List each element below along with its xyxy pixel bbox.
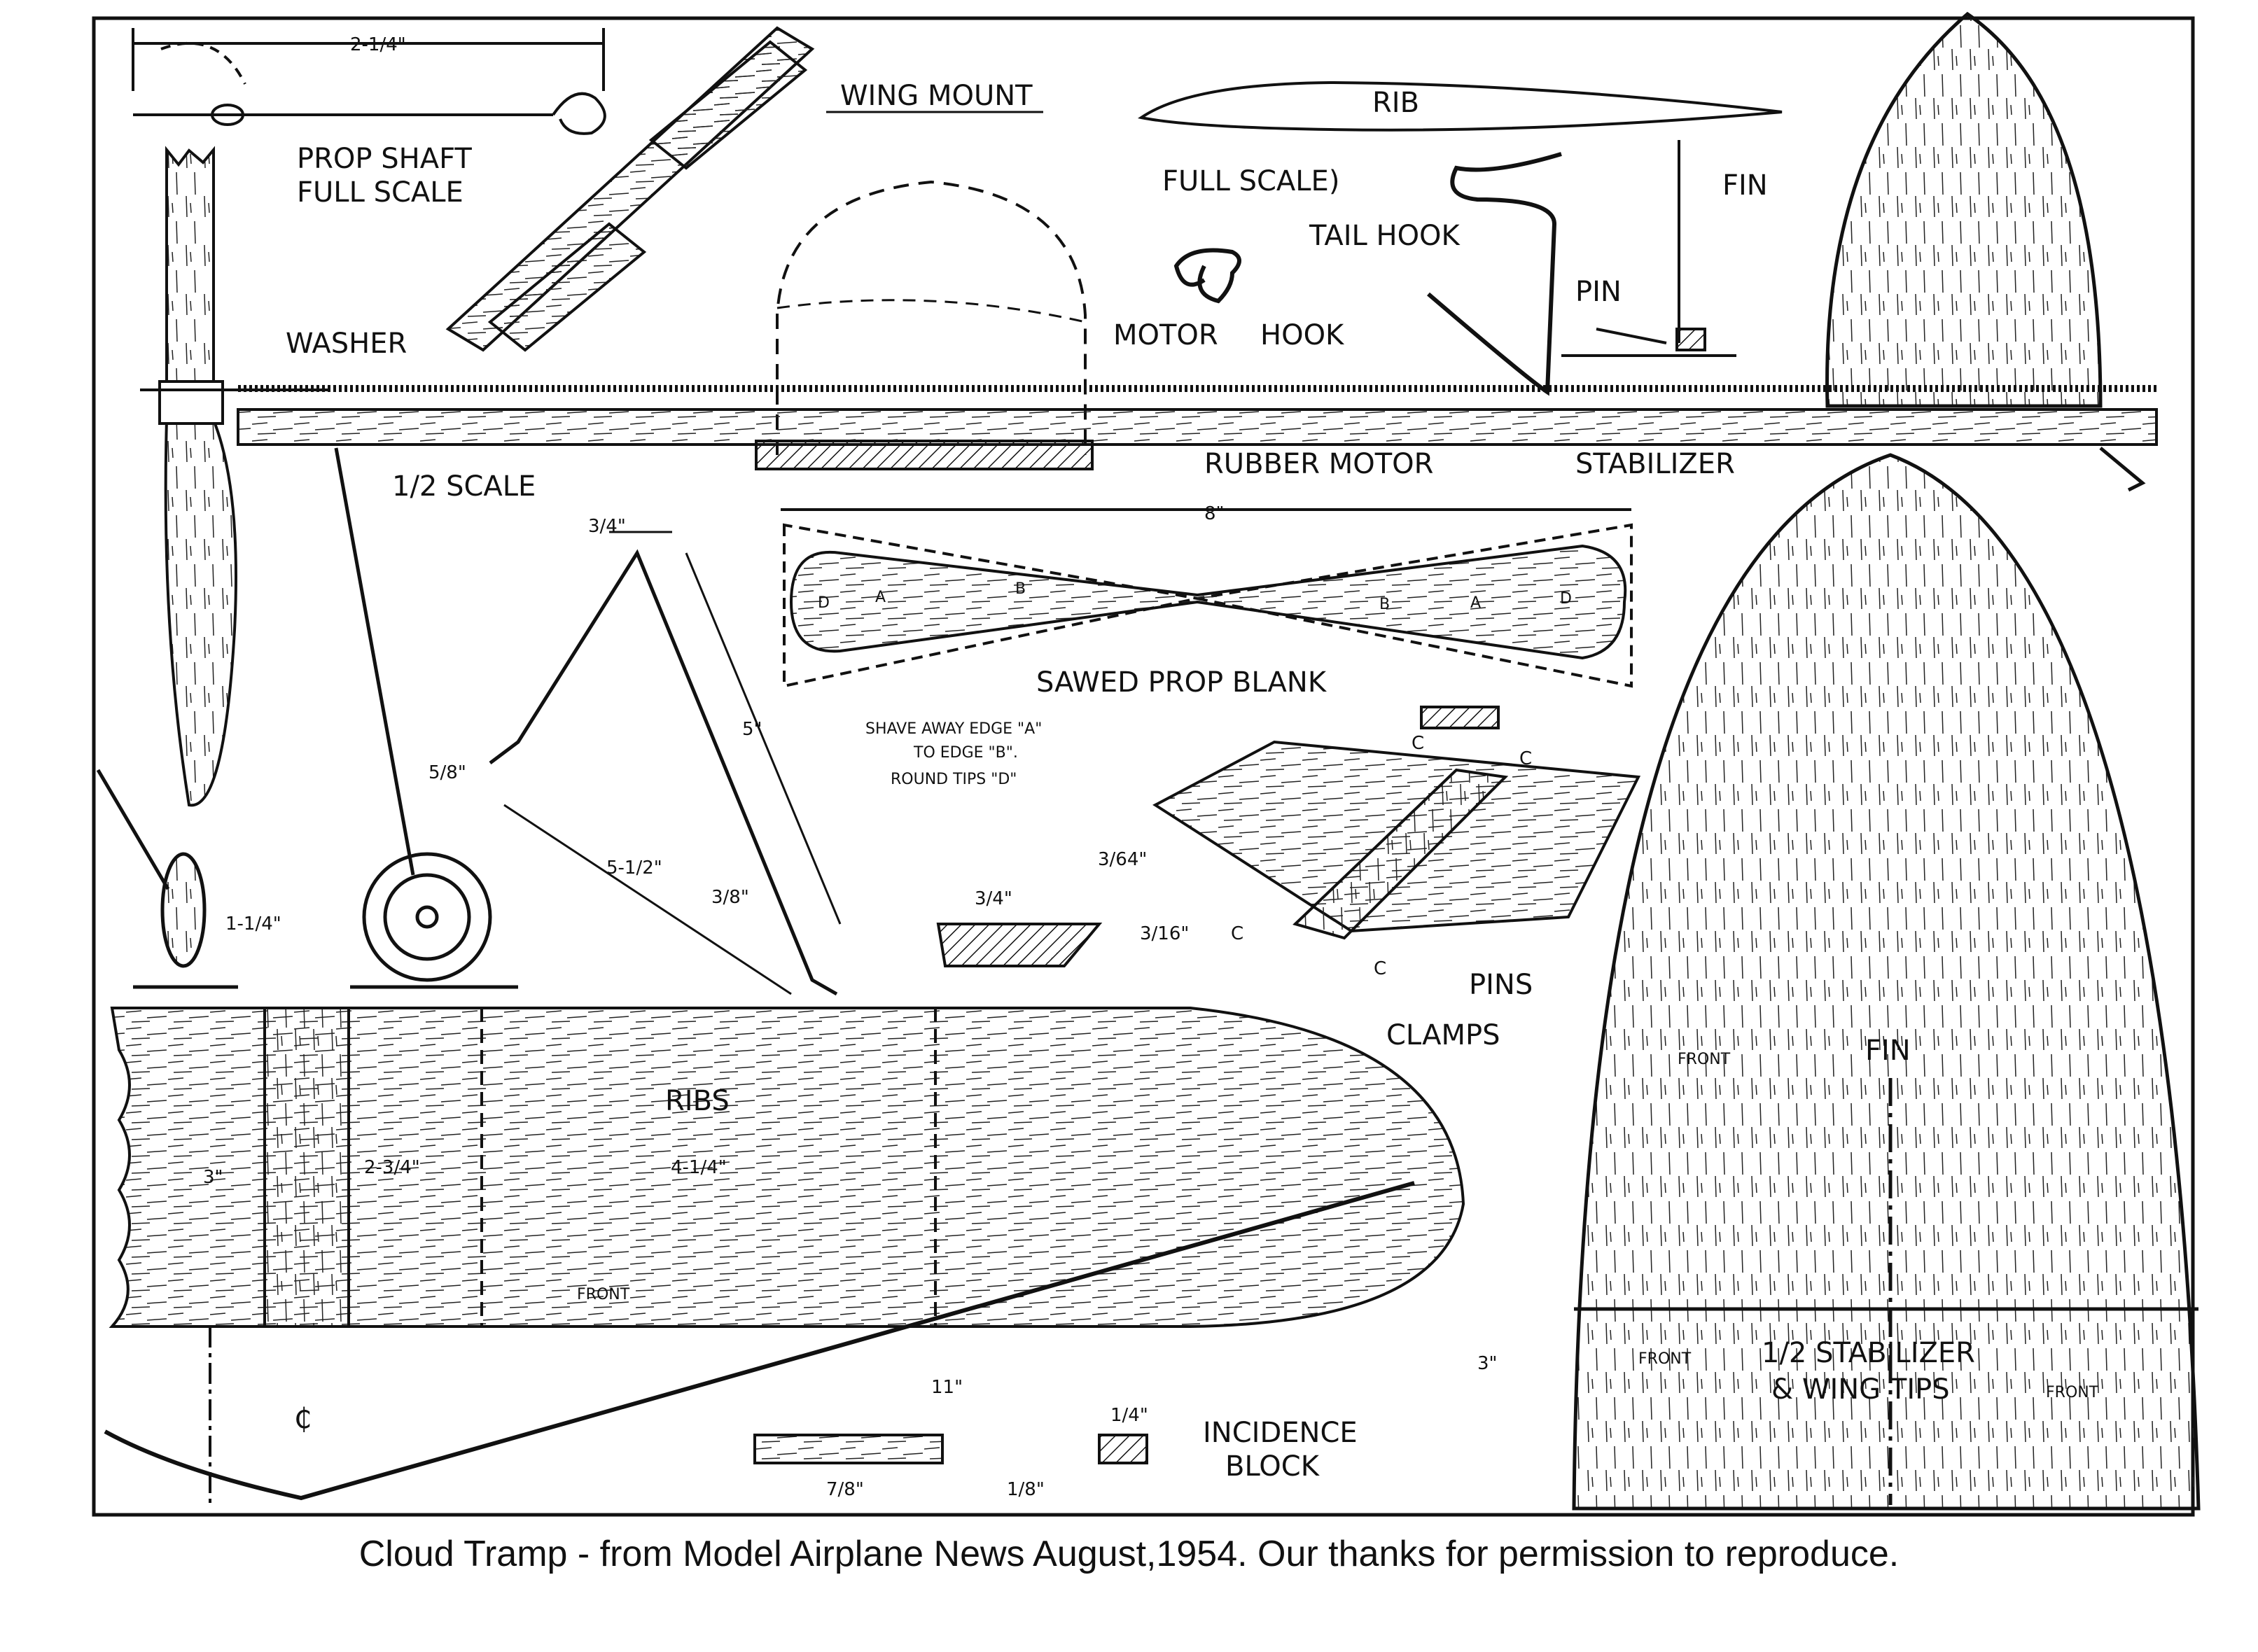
wing-tips-label: & WING TIPS <box>1771 1373 1950 1406</box>
motor-hook-shape <box>1173 248 1241 304</box>
gear-wire-detail <box>489 531 842 996</box>
wing-mount-label: WING MOUNT <box>840 80 1033 112</box>
centerline-label: ₵ <box>294 1403 312 1435</box>
fin-top-label: FIN <box>1722 169 1768 202</box>
hook-label: HOOK <box>1260 319 1345 351</box>
prop-b-right: B <box>1379 596 1390 613</box>
clamps-label: CLAMPS <box>1386 1019 1500 1051</box>
dim-5-8-label: 5/8" <box>428 762 466 783</box>
wing-front-label: FRONT <box>577 1286 630 1303</box>
dim-3-right-label: 3" <box>1477 1353 1498 1374</box>
prop-a-left: A <box>875 589 886 606</box>
tail-hook-shape <box>1427 152 1562 396</box>
dim-1-4-label: 1/4" <box>1110 1405 1148 1426</box>
dim-1-8-label: 1/8" <box>1007 1479 1045 1500</box>
wing-section-outline <box>776 180 1087 455</box>
prop-d-right: D <box>1560 590 1572 608</box>
rib-profile <box>1137 80 1783 132</box>
dim-2-3-4-label: 2-3/4" <box>364 1157 420 1178</box>
dim-1-1-4-label: 1-1/4" <box>225 913 281 934</box>
rib-label: RIB <box>1372 87 1419 119</box>
dim-11-label: 11" <box>931 1377 963 1398</box>
half-stabilizer-label: 1/2 STABILIZER <box>1762 1337 1975 1369</box>
fuselage-side-view <box>237 385 2158 492</box>
half-scale-label: 1/2 SCALE <box>392 470 536 503</box>
fin-pin-detail <box>1561 140 1736 357</box>
prop-a-right: A <box>1470 594 1481 612</box>
dim-7-8-label: 7/8" <box>826 1479 864 1500</box>
shave-note-1: SHAVE AWAY EDGE "A" <box>865 720 1042 738</box>
prop-shaft-label: PROP SHAFT <box>297 143 472 175</box>
dim-5-1-2-label: 5-1/2" <box>606 858 662 878</box>
shave-note-3: ROUND TIPS "D" <box>891 771 1017 788</box>
fin-big-label: FIN <box>1865 1035 1911 1067</box>
pin-label: PIN <box>1575 276 1622 308</box>
front-fin-label: FRONT <box>1678 1051 1731 1068</box>
prop-blank-diagram <box>781 508 1633 688</box>
prop-shaft-full-scale-label: FULL SCALE <box>297 176 464 209</box>
stabilizer-label: STABILIZER <box>1575 448 1735 480</box>
prop-b-left: B <box>1015 580 1026 598</box>
clamp-c-4: C <box>1374 958 1386 979</box>
dim-3-4-label: 3/4" <box>588 516 626 537</box>
dim-3-8-label: 3/8" <box>711 887 749 908</box>
wing-rib-dashed <box>776 299 1086 323</box>
incidence-block-detail <box>753 1434 1148 1464</box>
clamp-c-3: C <box>1231 923 1243 944</box>
dim-5-label: 5" <box>742 719 762 740</box>
prop-shaft-detail <box>132 28 606 135</box>
front-stab-left-label: FRONT <box>1638 1350 1692 1368</box>
prop-shaft-dim-label: 2-1/4" <box>350 34 406 55</box>
propeller-side-view <box>140 146 329 807</box>
dim-8-label: 8" <box>1204 503 1225 524</box>
incidence-label: INCIDENCE <box>1203 1417 1358 1449</box>
motor-label: MOTOR <box>1113 319 1218 351</box>
plan-caption: Cloud Tramp - from Model Airplane News A… <box>358 1534 1900 1574</box>
front-stab-right-label: FRONT <box>2046 1384 2099 1401</box>
clamp-detail <box>936 706 1641 967</box>
fin-top-view <box>1825 11 2103 408</box>
dim-3-64-label: 3/64" <box>1098 849 1147 870</box>
plan-border <box>92 16 2195 1517</box>
full-scale-label: FULL SCALE) <box>1162 165 1339 197</box>
block-label: BLOCK <box>1225 1450 1320 1483</box>
tail-hook-label: TAIL HOOK <box>1309 220 1461 252</box>
pins-label: PINS <box>1469 969 1533 1001</box>
sawed-prop-blank-label: SAWED PROP BLANK <box>1036 666 1327 699</box>
washer-label: WASHER <box>286 328 407 360</box>
dim-3-4-b-label: 3/4" <box>975 888 1012 909</box>
ribs-label: RIBS <box>665 1085 730 1117</box>
rubber-motor-label: RUBBER MOTOR <box>1204 448 1433 480</box>
clamp-c-2: C <box>1519 748 1532 769</box>
dim-4-1-4-label: 4-1/4" <box>671 1157 727 1178</box>
dim-3-wing-label: 3" <box>203 1167 223 1188</box>
landing-gear <box>96 447 518 989</box>
wing-plan-view <box>104 1007 1465 1505</box>
prop-d-left: D <box>818 594 830 612</box>
dim-3-16-label: 3/16" <box>1140 923 1189 944</box>
wing-mount-detail <box>445 26 815 352</box>
clamp-c-1: C <box>1412 733 1424 754</box>
fin-stabilizer-half-view <box>1572 453 2201 1511</box>
shave-note-2: TO EDGE "B". <box>913 744 1018 762</box>
